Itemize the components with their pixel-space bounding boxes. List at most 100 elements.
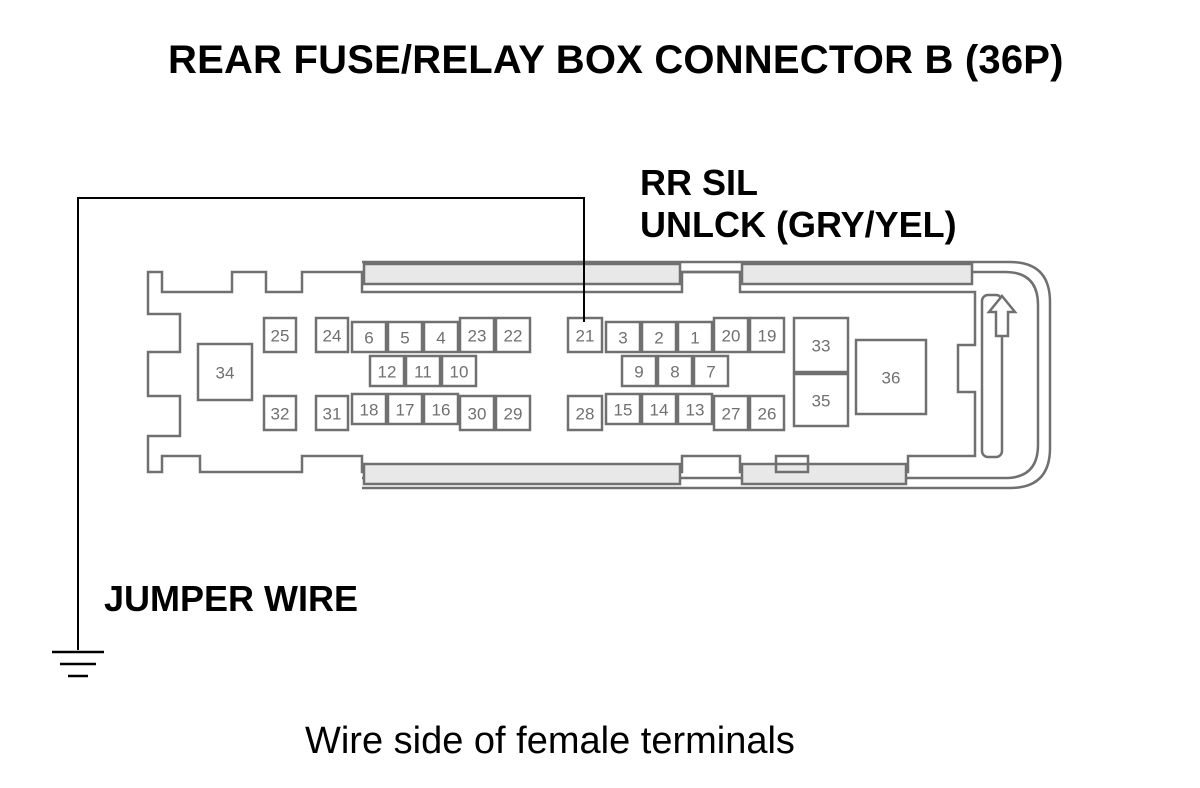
terminal-box bbox=[676, 392, 714, 426]
footer-caption: Wire side of female terminals bbox=[305, 720, 795, 762]
terminal-box bbox=[494, 316, 532, 354]
terminal-number: 21 bbox=[576, 327, 595, 346]
terminal-box bbox=[458, 394, 496, 432]
diagram-title: REAR FUSE/RELAY BOX CONNECTOR B (36P) bbox=[168, 38, 1064, 82]
terminal-number: 14 bbox=[650, 401, 669, 420]
terminal-box bbox=[350, 392, 388, 426]
terminal-19: 19 bbox=[748, 316, 786, 354]
terminal-1: 1 bbox=[676, 320, 714, 354]
terminal-35: 35 bbox=[792, 372, 850, 428]
top-rail-left bbox=[362, 262, 682, 286]
terminal-number: 35 bbox=[812, 392, 831, 411]
terminal-26: 26 bbox=[748, 394, 786, 432]
terminal-box bbox=[196, 342, 254, 402]
terminal-number: 22 bbox=[504, 327, 523, 346]
terminal-box bbox=[748, 394, 786, 432]
terminal-box bbox=[604, 320, 642, 354]
terminal-number: 8 bbox=[670, 363, 679, 382]
terminal-number: 20 bbox=[722, 327, 741, 346]
terminal-number: 10 bbox=[450, 363, 469, 382]
terminal-number: 27 bbox=[722, 405, 741, 424]
terminal-8: 8 bbox=[656, 354, 694, 388]
terminal-13: 13 bbox=[676, 392, 714, 426]
bottom-latch bbox=[774, 454, 810, 474]
terminal-box bbox=[404, 354, 442, 388]
terminal-27: 27 bbox=[712, 394, 750, 432]
terminal-34: 34 bbox=[196, 342, 254, 402]
terminal-number: 24 bbox=[323, 327, 342, 346]
terminal-box bbox=[458, 316, 496, 354]
wire-label-circuit: RR SIL bbox=[640, 162, 759, 203]
top-rail-right bbox=[740, 262, 974, 286]
terminal-10: 10 bbox=[440, 354, 478, 388]
terminal-3: 3 bbox=[604, 320, 642, 354]
terminal-20: 20 bbox=[712, 316, 750, 354]
terminal-box bbox=[792, 316, 850, 374]
terminal-box bbox=[640, 320, 678, 354]
terminal-number: 25 bbox=[271, 327, 290, 346]
terminal-number: 2 bbox=[654, 329, 663, 348]
terminal-box bbox=[422, 320, 460, 354]
terminal-number: 17 bbox=[396, 401, 415, 420]
terminal-box bbox=[712, 394, 750, 432]
terminal-number: 18 bbox=[360, 401, 379, 420]
wire-label-color: UNLCK (GRY/YEL) bbox=[640, 204, 957, 245]
terminal-number: 31 bbox=[323, 405, 342, 424]
terminal-number: 23 bbox=[468, 327, 487, 346]
connector-body-inner bbox=[362, 270, 1040, 480]
terminal-number: 4 bbox=[436, 329, 445, 348]
terminal-17: 17 bbox=[386, 392, 424, 426]
terminal-number: 34 bbox=[216, 364, 235, 383]
terminal-box bbox=[386, 320, 424, 354]
terminal-32: 32 bbox=[262, 394, 298, 432]
terminal-24: 24 bbox=[314, 316, 350, 354]
terminal-21: 21 bbox=[566, 316, 604, 354]
up-arrow-icon bbox=[986, 294, 1018, 338]
terminal-33: 33 bbox=[792, 316, 850, 374]
terminal-number: 30 bbox=[468, 405, 487, 424]
terminal-box bbox=[854, 338, 928, 416]
terminal-number: 19 bbox=[758, 327, 777, 346]
terminal-4: 4 bbox=[422, 320, 460, 354]
terminal-number: 26 bbox=[758, 405, 777, 424]
terminal-25: 25 bbox=[262, 316, 298, 354]
terminal-23: 23 bbox=[458, 316, 496, 354]
terminal-5: 5 bbox=[386, 320, 424, 354]
terminal-number: 28 bbox=[576, 405, 595, 424]
terminal-box bbox=[676, 320, 714, 354]
terminal-box bbox=[350, 320, 388, 354]
terminal-30: 30 bbox=[458, 394, 496, 432]
terminal-box bbox=[566, 316, 604, 354]
terminal-box bbox=[656, 354, 694, 388]
terminal-box bbox=[314, 316, 350, 354]
terminal-number: 36 bbox=[882, 369, 901, 388]
bottom-rail-left bbox=[362, 462, 682, 486]
terminal-number: 5 bbox=[400, 329, 409, 348]
jumper-wire-label: JUMPER WIRE bbox=[104, 578, 359, 619]
terminal-22: 22 bbox=[494, 316, 532, 354]
terminal-number: 12 bbox=[378, 363, 397, 382]
terminal-16: 16 bbox=[422, 392, 460, 426]
terminal-box bbox=[368, 354, 406, 388]
terminal-box bbox=[440, 354, 478, 388]
terminal-9: 9 bbox=[620, 354, 658, 388]
terminal-number: 33 bbox=[812, 337, 831, 356]
terminal-7: 7 bbox=[692, 354, 730, 388]
terminal-18: 18 bbox=[350, 392, 388, 426]
terminal-number: 3 bbox=[618, 329, 627, 348]
terminal-12: 12 bbox=[368, 354, 406, 388]
terminal-box bbox=[262, 316, 298, 354]
terminal-number: 13 bbox=[686, 401, 705, 420]
connector-body-outline bbox=[362, 260, 1052, 490]
terminal-box bbox=[604, 392, 642, 426]
terminal-box bbox=[314, 394, 350, 432]
terminal-number: 16 bbox=[432, 401, 451, 420]
terminal-box bbox=[620, 354, 658, 388]
terminal-2: 2 bbox=[640, 320, 678, 354]
jumper-wire bbox=[77, 197, 585, 650]
bottom-rail-right bbox=[740, 462, 908, 486]
terminal-box bbox=[262, 394, 298, 432]
terminal-number: 32 bbox=[271, 405, 290, 424]
terminal-number: 7 bbox=[706, 363, 715, 382]
